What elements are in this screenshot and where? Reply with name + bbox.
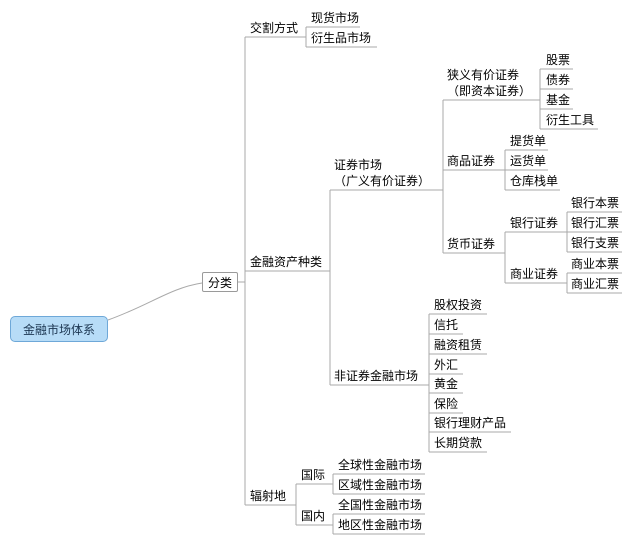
securities-market-line1[interactable]: 证券市场 (334, 158, 383, 172)
non-securities-item[interactable]: 长期贷款 (434, 436, 483, 450)
settlement-node[interactable]: 交割方式 (250, 21, 299, 35)
narrow-securities-line2[interactable]: （即资本证券） (447, 84, 532, 98)
narrow-item[interactable]: 股票 (546, 53, 571, 67)
international-node[interactable]: 国际 (301, 468, 326, 482)
non-securities-item[interactable]: 保险 (434, 397, 459, 411)
non-securities-item[interactable]: 融资租赁 (434, 338, 483, 352)
narrow-item[interactable]: 基金 (546, 93, 571, 107)
non-securities-node[interactable]: 非证券金融市场 (334, 369, 419, 383)
securities-market-line2[interactable]: （广义有价证券） (334, 174, 431, 188)
commodity-securities-node[interactable]: 商品证券 (447, 154, 496, 168)
asset-types-node[interactable]: 金融资产种类 (250, 255, 323, 269)
non-securities-item[interactable]: 黄金 (434, 377, 459, 391)
monetary-securities-node[interactable]: 货币证券 (447, 237, 496, 251)
commodity-item[interactable]: 提货单 (510, 134, 547, 148)
commercial-securities-node[interactable]: 商业证券 (510, 267, 559, 281)
bank-item[interactable]: 银行本票 (571, 196, 620, 210)
commodity-item[interactable]: 运货单 (510, 154, 547, 168)
narrow-item[interactable]: 衍生工具 (546, 113, 595, 127)
bank-item[interactable]: 银行支票 (571, 236, 620, 250)
domestic-item[interactable]: 地区性金融市场 (338, 518, 423, 532)
settlement-item[interactable]: 衍生品市场 (311, 31, 372, 45)
non-securities-item[interactable]: 银行理财产品 (434, 416, 507, 430)
commercial-item[interactable]: 商业本票 (571, 257, 620, 271)
non-securities-item[interactable]: 股权投资 (434, 298, 483, 312)
root-connector (107, 282, 203, 321)
commercial-item[interactable]: 商业汇票 (571, 277, 620, 291)
category-label: 分类 (207, 275, 232, 290)
non-securities-item[interactable]: 信托 (434, 318, 459, 332)
category-node[interactable]: 分类 (202, 272, 238, 292)
non-securities-item[interactable]: 外汇 (434, 358, 459, 372)
radiation-node[interactable]: 辐射地 (250, 489, 287, 503)
root-label: 金融市场体系 (22, 322, 95, 337)
commodity-item[interactable]: 仓库栈单 (510, 174, 559, 188)
narrow-item[interactable]: 债券 (546, 73, 571, 87)
bank-item[interactable]: 银行汇票 (571, 216, 620, 230)
narrow-securities-line1[interactable]: 狭义有价证券 (447, 68, 520, 82)
international-item[interactable]: 区域性金融市场 (338, 478, 423, 492)
bank-securities-node[interactable]: 银行证券 (510, 216, 559, 230)
settlement-item[interactable]: 现货市场 (311, 11, 360, 25)
domestic-node[interactable]: 国内 (301, 509, 326, 523)
domestic-item[interactable]: 全国性金融市场 (338, 498, 423, 512)
root-node[interactable]: 金融市场体系 (10, 316, 108, 342)
international-item[interactable]: 全球性金融市场 (338, 458, 423, 472)
